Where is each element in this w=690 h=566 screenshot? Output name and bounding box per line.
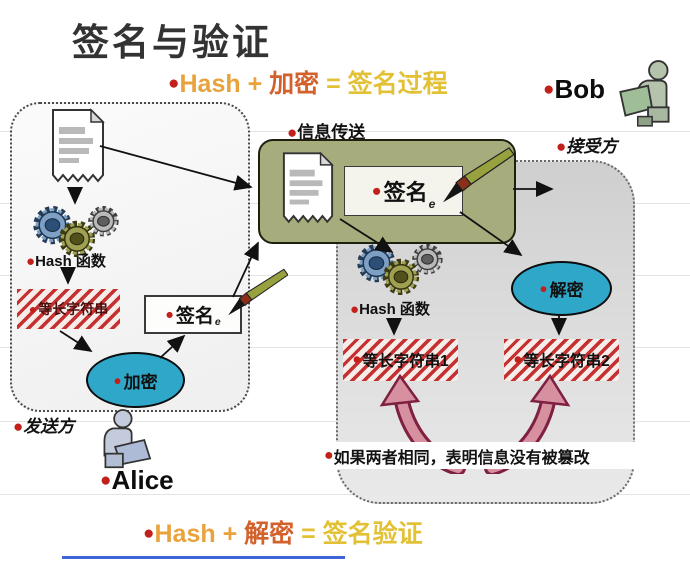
formula-method: 加密 bbox=[269, 70, 320, 98]
transfer-label: ●信息传送 bbox=[287, 123, 366, 142]
gridline bbox=[0, 494, 690, 495]
bullet-icon: ● bbox=[28, 301, 38, 317]
decrypt-ellipse: ●解密 bbox=[511, 261, 612, 316]
receiver-digest-1: ●等长字符串1 bbox=[343, 339, 458, 381]
bullet-icon: ● bbox=[324, 446, 334, 464]
sender-role-label: ●发送方 bbox=[13, 417, 75, 436]
page-title: 签名与验证 bbox=[72, 22, 272, 63]
gridline bbox=[0, 131, 690, 132]
formula-sign-verify: ●Hash + 解密 = 签名验证 bbox=[143, 514, 423, 550]
formula-hash: Hash + bbox=[154, 520, 245, 548]
formula-sign-process: ●Hash + 加密 = 签名过程 bbox=[168, 64, 448, 100]
signature-brush-icon bbox=[442, 147, 514, 203]
bullet-icon: ● bbox=[350, 301, 360, 318]
sender-hash-fn-label: ●Hash 函数 bbox=[26, 253, 106, 270]
formula-method: 解密 bbox=[244, 520, 295, 548]
formula-equals: = bbox=[319, 70, 348, 98]
bullet-icon: ● bbox=[287, 123, 298, 142]
receiver-name-label: ●Bob bbox=[543, 74, 606, 104]
bullet-icon: ● bbox=[165, 306, 174, 323]
person-with-laptop-icon bbox=[103, 409, 152, 469]
bullet-icon: ● bbox=[143, 523, 155, 544]
receiver-hash-fn-label: ●Hash 函数 bbox=[350, 301, 430, 318]
pen-stroke-mark: e bbox=[214, 317, 221, 328]
bullet-icon: ● bbox=[543, 79, 555, 100]
tamper-note: ●如果两者相同，表明信息没有被篡改 bbox=[324, 442, 642, 469]
sender-name-label: ●Alice bbox=[100, 465, 174, 495]
bullet-icon: ● bbox=[26, 253, 36, 270]
sender-digest: ●等长字符串 bbox=[17, 289, 120, 329]
person-with-laptop-icon bbox=[619, 60, 670, 127]
receiver-digest-2: ●等长字符串2 bbox=[504, 339, 619, 381]
signature-brush-icon bbox=[228, 268, 288, 316]
formula-result: 签名验证 bbox=[322, 520, 423, 548]
formula-result: 签名过程 bbox=[347, 70, 448, 98]
formula-hash: Hash + bbox=[179, 70, 270, 98]
document-icon bbox=[52, 108, 105, 183]
bullet-icon: ● bbox=[100, 470, 112, 491]
document-icon bbox=[282, 151, 334, 224]
bullet-icon: ● bbox=[556, 137, 567, 156]
bullet-icon: ● bbox=[513, 351, 523, 368]
bullet-icon: ● bbox=[113, 372, 122, 388]
bullet-icon: ● bbox=[371, 181, 382, 200]
receiver-role-label: ●接受方 bbox=[556, 137, 618, 156]
hash-gears-icon bbox=[33, 206, 119, 257]
bullet-icon: ● bbox=[13, 417, 24, 436]
pen-stroke-mark: e bbox=[428, 197, 436, 211]
bullet-icon: ● bbox=[352, 351, 362, 368]
formula-equals: = bbox=[294, 520, 323, 548]
encrypt-ellipse: ●加密 bbox=[86, 352, 185, 408]
hash-gears-icon bbox=[357, 244, 443, 295]
bullet-icon: ● bbox=[539, 281, 548, 296]
bottom-divider-line bbox=[62, 556, 345, 559]
bullet-icon: ● bbox=[168, 73, 180, 94]
